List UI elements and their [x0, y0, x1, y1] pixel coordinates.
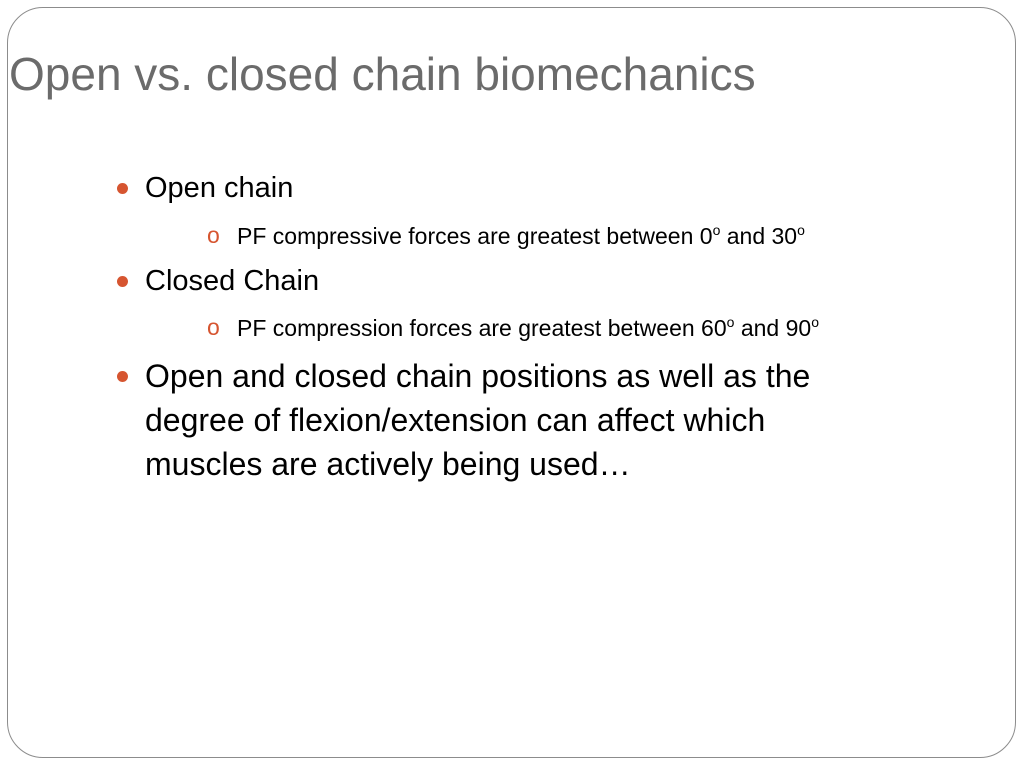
hollow-circle-bullet-icon: o	[207, 314, 220, 340]
bullet-dot-icon	[117, 276, 128, 287]
bullet-text-line: Open and closed chain positions as well …	[145, 358, 811, 394]
bullet-item-summary: Open and closed chain positions as well …	[117, 354, 945, 486]
degree-superscript: o	[726, 314, 735, 330]
degree-superscript: o	[797, 222, 805, 238]
sub-bullet-text: and 30	[720, 223, 798, 249]
bullet-text-line: degree of flexion/extension can affect w…	[145, 402, 766, 438]
sub-bullet-text: and 90	[734, 315, 812, 341]
sub-bullet-text: PF compressive forces are greatest betwe…	[237, 223, 713, 249]
bullet-item-open-chain: Open chain	[117, 171, 294, 205]
bullet-item-closed-chain: Closed Chain	[117, 264, 320, 298]
sub-bullet-closed-chain: o PF compression forces are greatest bet…	[207, 314, 819, 342]
bullet-text-line: muscles are actively being used…	[145, 446, 631, 482]
sub-bullet-text: PF compression forces are greatest betwe…	[237, 315, 727, 341]
slide-border	[7, 7, 1016, 758]
degree-superscript: o	[811, 314, 819, 330]
bullet-dot-icon	[117, 183, 128, 194]
degree-superscript: o	[712, 222, 721, 238]
slide-title: Open vs. closed chain biomechanics	[9, 48, 756, 100]
sub-bullet-open-chain: o PF compressive forces are greatest bet…	[207, 222, 805, 250]
bullet-text: Open chain	[145, 172, 294, 204]
bullet-dot-icon	[117, 371, 128, 382]
bullet-text: Closed Chain	[145, 265, 320, 297]
hollow-circle-bullet-icon: o	[207, 222, 220, 248]
